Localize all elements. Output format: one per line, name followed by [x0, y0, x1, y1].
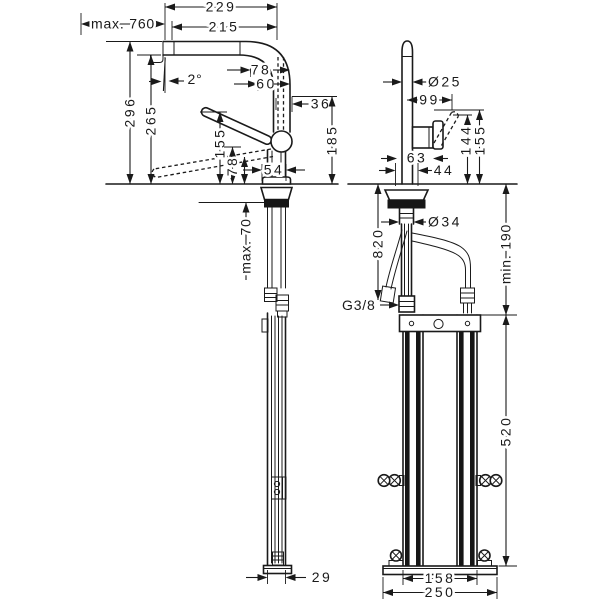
dim-label-229: 229 [206, 0, 237, 15]
dim-label-144: 144 [458, 125, 474, 156]
handle-down-dashed [151, 148, 274, 179]
faucet-body-side [261, 149, 292, 185]
frame-feet [388, 549, 492, 567]
dim-label-99: 99 [419, 92, 440, 108]
undercounter-side [259, 186, 294, 318]
dim-label-155-side: 155 [212, 128, 228, 159]
dim-label-820: 820 [370, 228, 386, 259]
dim-44: 44 [379, 160, 455, 186]
dim-520: 520 [481, 314, 517, 567]
dim-29: 29 [246, 567, 333, 588]
dim-label-dia34: Ø34 [428, 214, 462, 230]
dim-min190: min. 190 [495, 184, 516, 315]
adjuster-knobs [377, 473, 503, 488]
riser-pipe-front [401, 40, 414, 185]
joint-ball [270, 130, 293, 153]
dim-max70: max. 70 [198, 202, 265, 280]
dim-60-spout: 60 [234, 73, 290, 94]
dim-label-185: 185 [324, 125, 340, 156]
front-view [347, 40, 518, 576]
frame-baseplate [382, 565, 498, 576]
dim-label-dia25: Ø25 [428, 74, 462, 90]
dim-label-78-spout: 78 [251, 62, 272, 78]
dim-63: 63 [381, 147, 448, 168]
dim-dia25: Ø25 [383, 71, 462, 92]
dim-label-265: 265 [143, 105, 159, 136]
dim-99: 99 [407, 89, 453, 110]
dim-78-spout: 78 [227, 59, 290, 80]
dim-265: 265 [137, 54, 161, 184]
hose-left [385, 229, 408, 290]
dim-78-side: 78 [222, 146, 243, 184]
dim-label-155-front: 155 [472, 125, 488, 156]
dim-185: 185 [292, 96, 342, 184]
dim-54: 54 [243, 159, 305, 181]
dim-label-44: 44 [434, 162, 455, 178]
dim-label-min190: min. 190 [498, 224, 514, 284]
hose-right [411, 232, 471, 289]
dim-label-215: 215 [209, 19, 240, 35]
dim-max760: max. 760 [80, 13, 165, 35]
mounting-rail-side [261, 312, 293, 575]
dim-155-front: 155 [434, 109, 490, 184]
dim-296: 296 [106, 41, 162, 184]
spout-side [150, 40, 291, 133]
dim-158: 158 [402, 568, 478, 589]
dim-label-36: 36 [311, 96, 332, 112]
dim-dia34: Ø34 [381, 211, 462, 232]
dim-label-63: 63 [407, 150, 428, 166]
dim-250: 250 [382, 577, 498, 600]
dim-label-54: 54 [264, 162, 285, 178]
dim-36: 36 [275, 93, 332, 114]
dim-144: 144 [453, 114, 476, 184]
frame-top-plate [398, 314, 482, 333]
dim-label-250: 250 [425, 584, 456, 600]
dim-label-296: 296 [122, 97, 138, 128]
dim-label-29: 29 [312, 569, 333, 585]
dim-label-78-side: 78 [224, 156, 240, 177]
dim-label-max760: max. 760 [91, 16, 155, 32]
dim-label-520: 520 [498, 416, 514, 447]
dim-g38: G3/8 [340, 295, 399, 316]
dim-label-max70: max. 70 [238, 218, 254, 273]
threaded-shank [400, 223, 413, 297]
undercounter-front [379, 189, 475, 314]
dim-215: 215 [171, 16, 277, 40]
dim-label-g38: G3/8 [342, 297, 376, 313]
dim-label-60-spout: 60 [256, 76, 277, 92]
dim-820: 820 [367, 184, 388, 300]
handle-front [411, 111, 460, 150]
dim-angle-2deg: 2° [149, 57, 204, 93]
mounting-frame-front [377, 314, 503, 576]
dim-229: 229 [164, 0, 278, 40]
dim-155-side: 155 [200, 111, 230, 184]
dim-label-158: 158 [425, 570, 456, 586]
dim-label-angle: 2° [188, 71, 203, 87]
